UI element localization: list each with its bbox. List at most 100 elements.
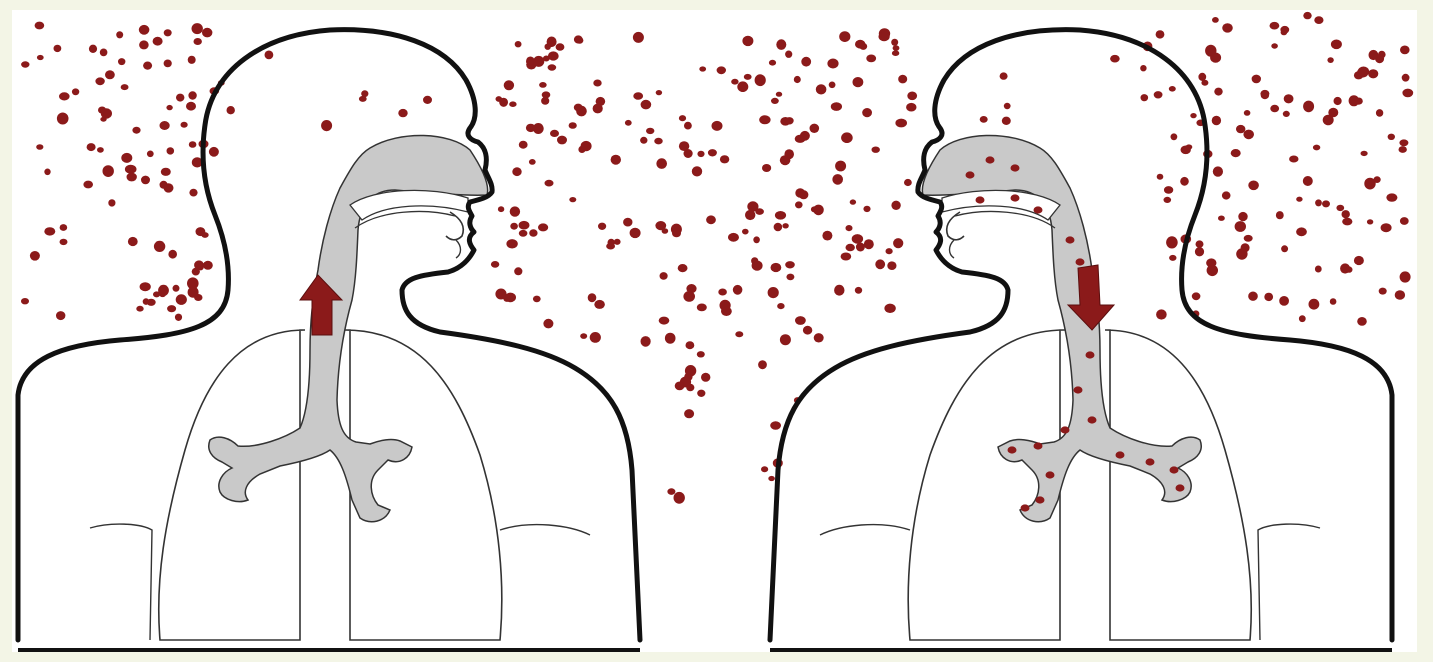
particle (684, 409, 694, 418)
particle (576, 106, 587, 117)
particle (321, 120, 332, 131)
particle (1154, 91, 1163, 98)
particle (593, 80, 601, 87)
particle (154, 241, 165, 252)
airway-particle (966, 171, 975, 178)
particle (785, 261, 795, 268)
particle (686, 341, 695, 349)
particle (173, 285, 180, 292)
particle (580, 333, 587, 339)
particle (835, 161, 846, 172)
particle (893, 238, 903, 248)
particle (1235, 221, 1246, 232)
particle (1157, 174, 1164, 180)
particle (556, 43, 565, 51)
particle (1164, 186, 1173, 194)
particle (1342, 210, 1350, 218)
particle (1198, 73, 1206, 81)
particle (519, 230, 528, 237)
particle (1309, 299, 1320, 310)
particle (708, 149, 717, 156)
particle (1346, 266, 1353, 272)
particle (846, 244, 855, 252)
particle (623, 218, 632, 227)
particle (784, 149, 794, 159)
particle (98, 107, 106, 114)
particle (108, 199, 115, 206)
particle (118, 58, 125, 65)
particle (744, 74, 752, 80)
particle (633, 32, 644, 43)
particle (95, 77, 104, 85)
particle (856, 243, 865, 252)
particle (822, 231, 832, 241)
particle (742, 229, 749, 235)
particle (1315, 266, 1322, 273)
particle (697, 304, 707, 312)
particle (547, 37, 557, 48)
particle (1192, 292, 1201, 300)
particle (891, 39, 898, 46)
airway-particle (1176, 484, 1185, 491)
particle (801, 57, 811, 67)
particle (654, 138, 662, 145)
particle (506, 239, 517, 248)
particle (785, 117, 794, 124)
particle (515, 41, 522, 47)
particle (60, 224, 68, 231)
particle (1395, 290, 1405, 299)
particle (593, 104, 603, 114)
particle (202, 28, 212, 38)
particle (227, 106, 235, 114)
particle (167, 305, 176, 312)
particle (1388, 134, 1395, 140)
particle (859, 43, 867, 50)
particle (795, 316, 806, 325)
particle (776, 92, 782, 97)
particle (1296, 227, 1307, 236)
particle (505, 293, 516, 303)
particle (862, 108, 872, 117)
particle (187, 277, 199, 289)
particle (679, 141, 689, 151)
particle (576, 37, 583, 44)
particle (44, 227, 55, 235)
particle (758, 360, 767, 369)
particle (893, 45, 900, 51)
particle (1367, 219, 1373, 224)
particle (1281, 245, 1288, 252)
particle (768, 476, 775, 481)
particle (1212, 116, 1221, 126)
particle (1171, 133, 1178, 140)
particle (526, 124, 536, 132)
particle (1270, 22, 1280, 30)
particle (1284, 94, 1294, 103)
particle (1169, 255, 1176, 261)
particle (72, 88, 79, 95)
particle (904, 179, 912, 186)
particle (646, 128, 654, 134)
particle (121, 84, 129, 90)
particle (1002, 117, 1011, 125)
particle (423, 96, 432, 104)
particle (548, 51, 559, 60)
particle (538, 223, 548, 231)
particle (841, 253, 852, 261)
particle (164, 60, 172, 68)
particle (1368, 69, 1378, 78)
particle (771, 98, 779, 104)
particle (1283, 111, 1290, 117)
particle (879, 32, 890, 41)
particle (1400, 46, 1410, 55)
particle (679, 115, 686, 121)
particle (864, 239, 874, 249)
particle (1156, 30, 1165, 38)
airway-particle (1076, 258, 1085, 265)
particle (1261, 91, 1269, 99)
particle (512, 167, 521, 176)
particle (780, 334, 791, 345)
particle (751, 257, 758, 264)
particle (1330, 298, 1337, 305)
particle (56, 311, 65, 320)
particle (674, 492, 685, 504)
